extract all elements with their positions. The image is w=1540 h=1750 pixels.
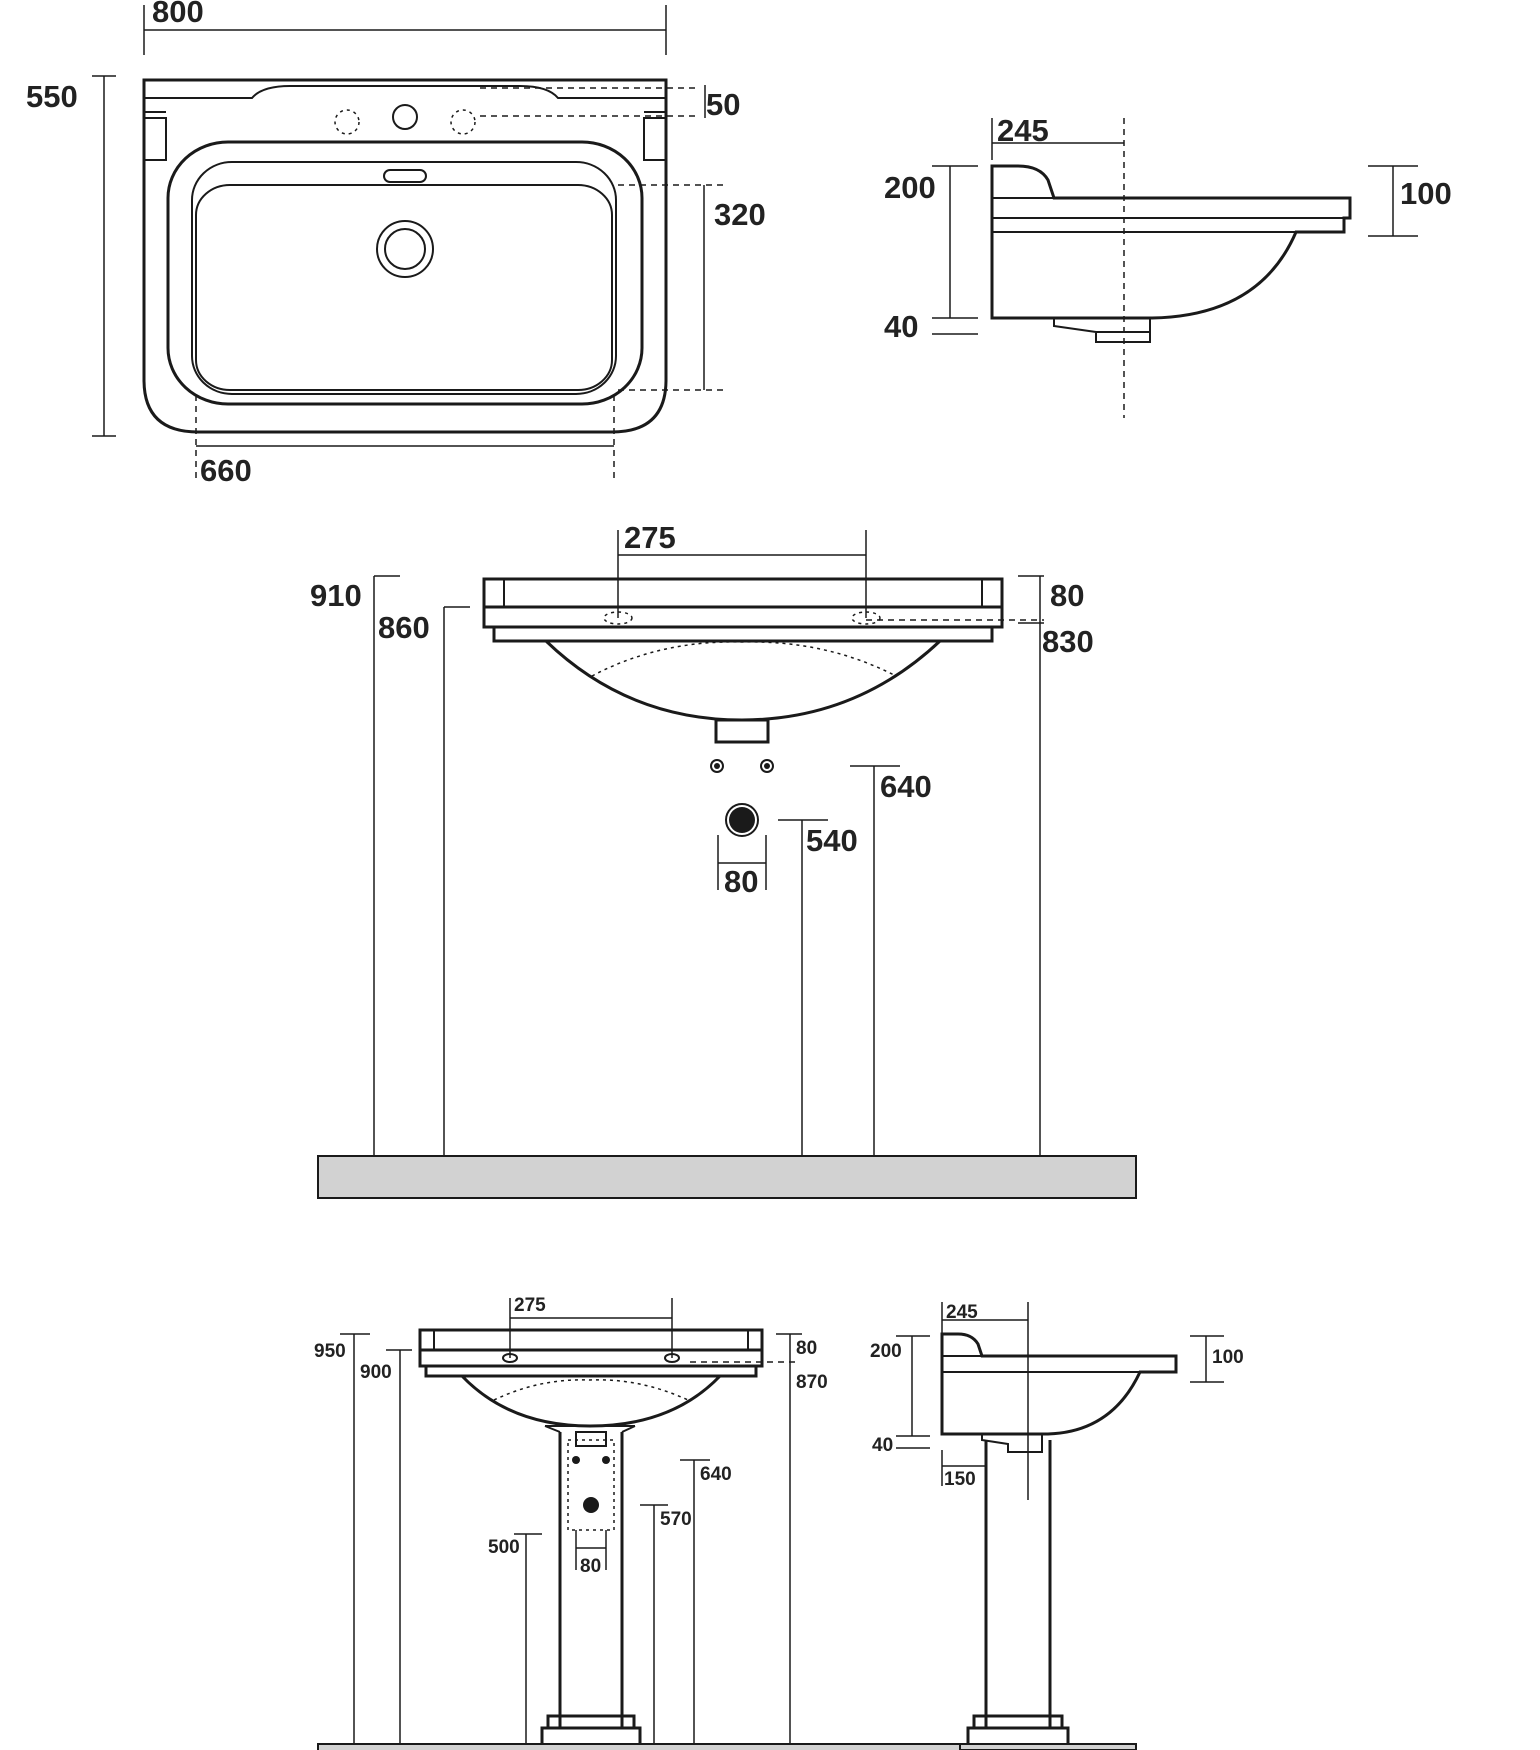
dim-ped-rim-height: 100 [1212, 1347, 1244, 1368]
dim-overall-depth: 550 [26, 79, 78, 114]
dim-underside-from-floor: 830 [1042, 624, 1094, 659]
dim-ped-waste-width: 80 [580, 1556, 601, 1577]
ped-waste-trap-icon [583, 1497, 599, 1513]
wall-hung-front-view: 275 80 910 860 [310, 520, 1137, 1199]
dim-ped-gap: 500 [488, 1537, 520, 1558]
dim-ped-height: 200 [870, 1341, 902, 1362]
dim-ped-overflow-height: 80 [796, 1338, 817, 1359]
top-view: 800 550 50 32 [26, 0, 766, 488]
dim-projection: 245 [997, 113, 1049, 148]
waste-trap-icon [729, 807, 755, 833]
dim-tap-from-floor: 860 [378, 610, 430, 645]
pedestal-side-view: 245 200 40 150 100 [870, 1302, 1244, 1750]
waste-outlet [376, 220, 434, 278]
ped-floor [317, 1743, 1137, 1750]
dim-rim-from-floor: 910 [310, 578, 362, 613]
dim-tap-hole-offset: 50 [706, 87, 740, 122]
pedestal-front-view: 275 80 950 900 [314, 1295, 1137, 1750]
dim-ped-tap-spacing: 275 [514, 1295, 546, 1316]
dim-overall-width: 800 [152, 0, 204, 29]
dim-ped-supply-height: 640 [700, 1464, 732, 1485]
dim-ped-underside-from-floor: 870 [796, 1372, 828, 1393]
dim-waste-drop: 40 [884, 309, 918, 344]
dim-basin-width: 660 [200, 453, 252, 488]
tap-hole-left [334, 109, 360, 135]
dim-tap-spacing: 275 [624, 520, 676, 555]
dim-rim-height: 100 [1400, 176, 1452, 211]
dim-ped-projection: 245 [946, 1302, 978, 1323]
dim-supply-height: 640 [880, 769, 932, 804]
dim-waste-width: 80 [724, 864, 758, 899]
floor [317, 1155, 1137, 1199]
dim-ped-rim-from-floor: 950 [314, 1341, 346, 1362]
dim-height: 200 [884, 170, 936, 205]
tap-hole-right [450, 109, 476, 135]
dim-ped-setback: 150 [944, 1469, 976, 1490]
overflow-slot [383, 169, 427, 183]
dim-basin-depth: 320 [714, 197, 766, 232]
dim-overflow-height: 80 [1050, 578, 1084, 613]
dim-ped-tap-from-floor: 900 [360, 1362, 392, 1383]
tap-hole-center [392, 104, 418, 130]
side-view-top: 245 200 40 100 [884, 113, 1452, 418]
dim-waste-height: 540 [806, 823, 858, 858]
dim-ped-waste-drop: 40 [872, 1435, 893, 1456]
dim-ped-waste-height: 570 [660, 1509, 692, 1530]
